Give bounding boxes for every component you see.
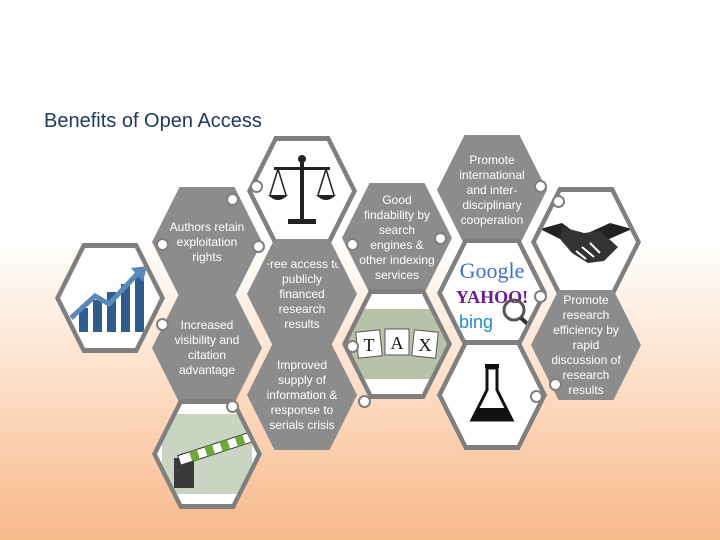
- benefit-findability: Good findability by search engines & oth…: [342, 183, 452, 293]
- slide-title: Benefits of Open Access: [44, 110, 262, 132]
- connector-dot: [226, 193, 239, 206]
- tax-tile: T A X: [342, 289, 452, 399]
- handshake-tile: [531, 187, 641, 297]
- benefit-label: Authors retain exploitation rights: [169, 219, 245, 264]
- tax-letter-t: T: [364, 335, 375, 355]
- benefit-efficiency: Promote research efficiency by rapid dis…: [531, 290, 641, 400]
- benefit-label: Free access to publicly financed researc…: [262, 256, 342, 331]
- connector-dot: [156, 318, 169, 331]
- tax-letter-a: A: [391, 333, 404, 353]
- tax-letters-icon: T A X: [347, 309, 447, 379]
- growth-chart-tile: [55, 243, 165, 353]
- tax-letter-x: X: [419, 335, 432, 355]
- lab-flask-icon: [469, 364, 515, 422]
- yahoo-logo: YAHOO!: [456, 287, 528, 307]
- google-logo: Google: [460, 258, 525, 283]
- benefit-cooperation: Promote international and inter-discipli…: [437, 135, 547, 245]
- search-engines-tile: Google YAHOO! bing: [437, 238, 547, 348]
- benefit-label: Good findability by search engines & oth…: [359, 193, 435, 282]
- connector-dot: [346, 340, 359, 353]
- search-engine-logos-icon: Google YAHOO! bing: [456, 258, 536, 332]
- benefit-visibility: Increased visibility and citation advant…: [152, 293, 262, 403]
- connector-dot: [250, 180, 263, 193]
- connector-dot: [534, 180, 547, 193]
- justice-scales-tile: [247, 136, 357, 246]
- gate-barrier-tile: [152, 399, 262, 509]
- bing-logo: bing: [459, 312, 493, 332]
- connector-dot: [346, 238, 359, 251]
- connector-dot: [358, 395, 371, 408]
- benefit-label: Improved supply of information & respons…: [266, 357, 338, 432]
- connector-dot: [530, 390, 543, 403]
- growth-chart-icon: [69, 266, 147, 332]
- connector-dot: [434, 232, 447, 245]
- benefit-label: Promote research efficiency by rapid dis…: [551, 295, 621, 395]
- connector-dot: [226, 400, 239, 413]
- benefit-supply: Improved supply of information & respons…: [247, 340, 357, 450]
- connector-dot: [252, 240, 265, 253]
- scales-of-justice-icon: [268, 155, 336, 224]
- connector-dot: [549, 378, 562, 391]
- benefit-free-access: Free access to publicly financed researc…: [247, 239, 357, 349]
- handshake-icon: [540, 223, 632, 263]
- gate-barrier-icon: [162, 414, 252, 494]
- connector-dot: [156, 238, 169, 251]
- benefit-label: Promote international and inter-discipli…: [459, 152, 525, 227]
- connector-dot: [534, 290, 547, 303]
- connector-dot: [552, 195, 565, 208]
- benefit-label: Increased visibility and citation advant…: [174, 318, 240, 377]
